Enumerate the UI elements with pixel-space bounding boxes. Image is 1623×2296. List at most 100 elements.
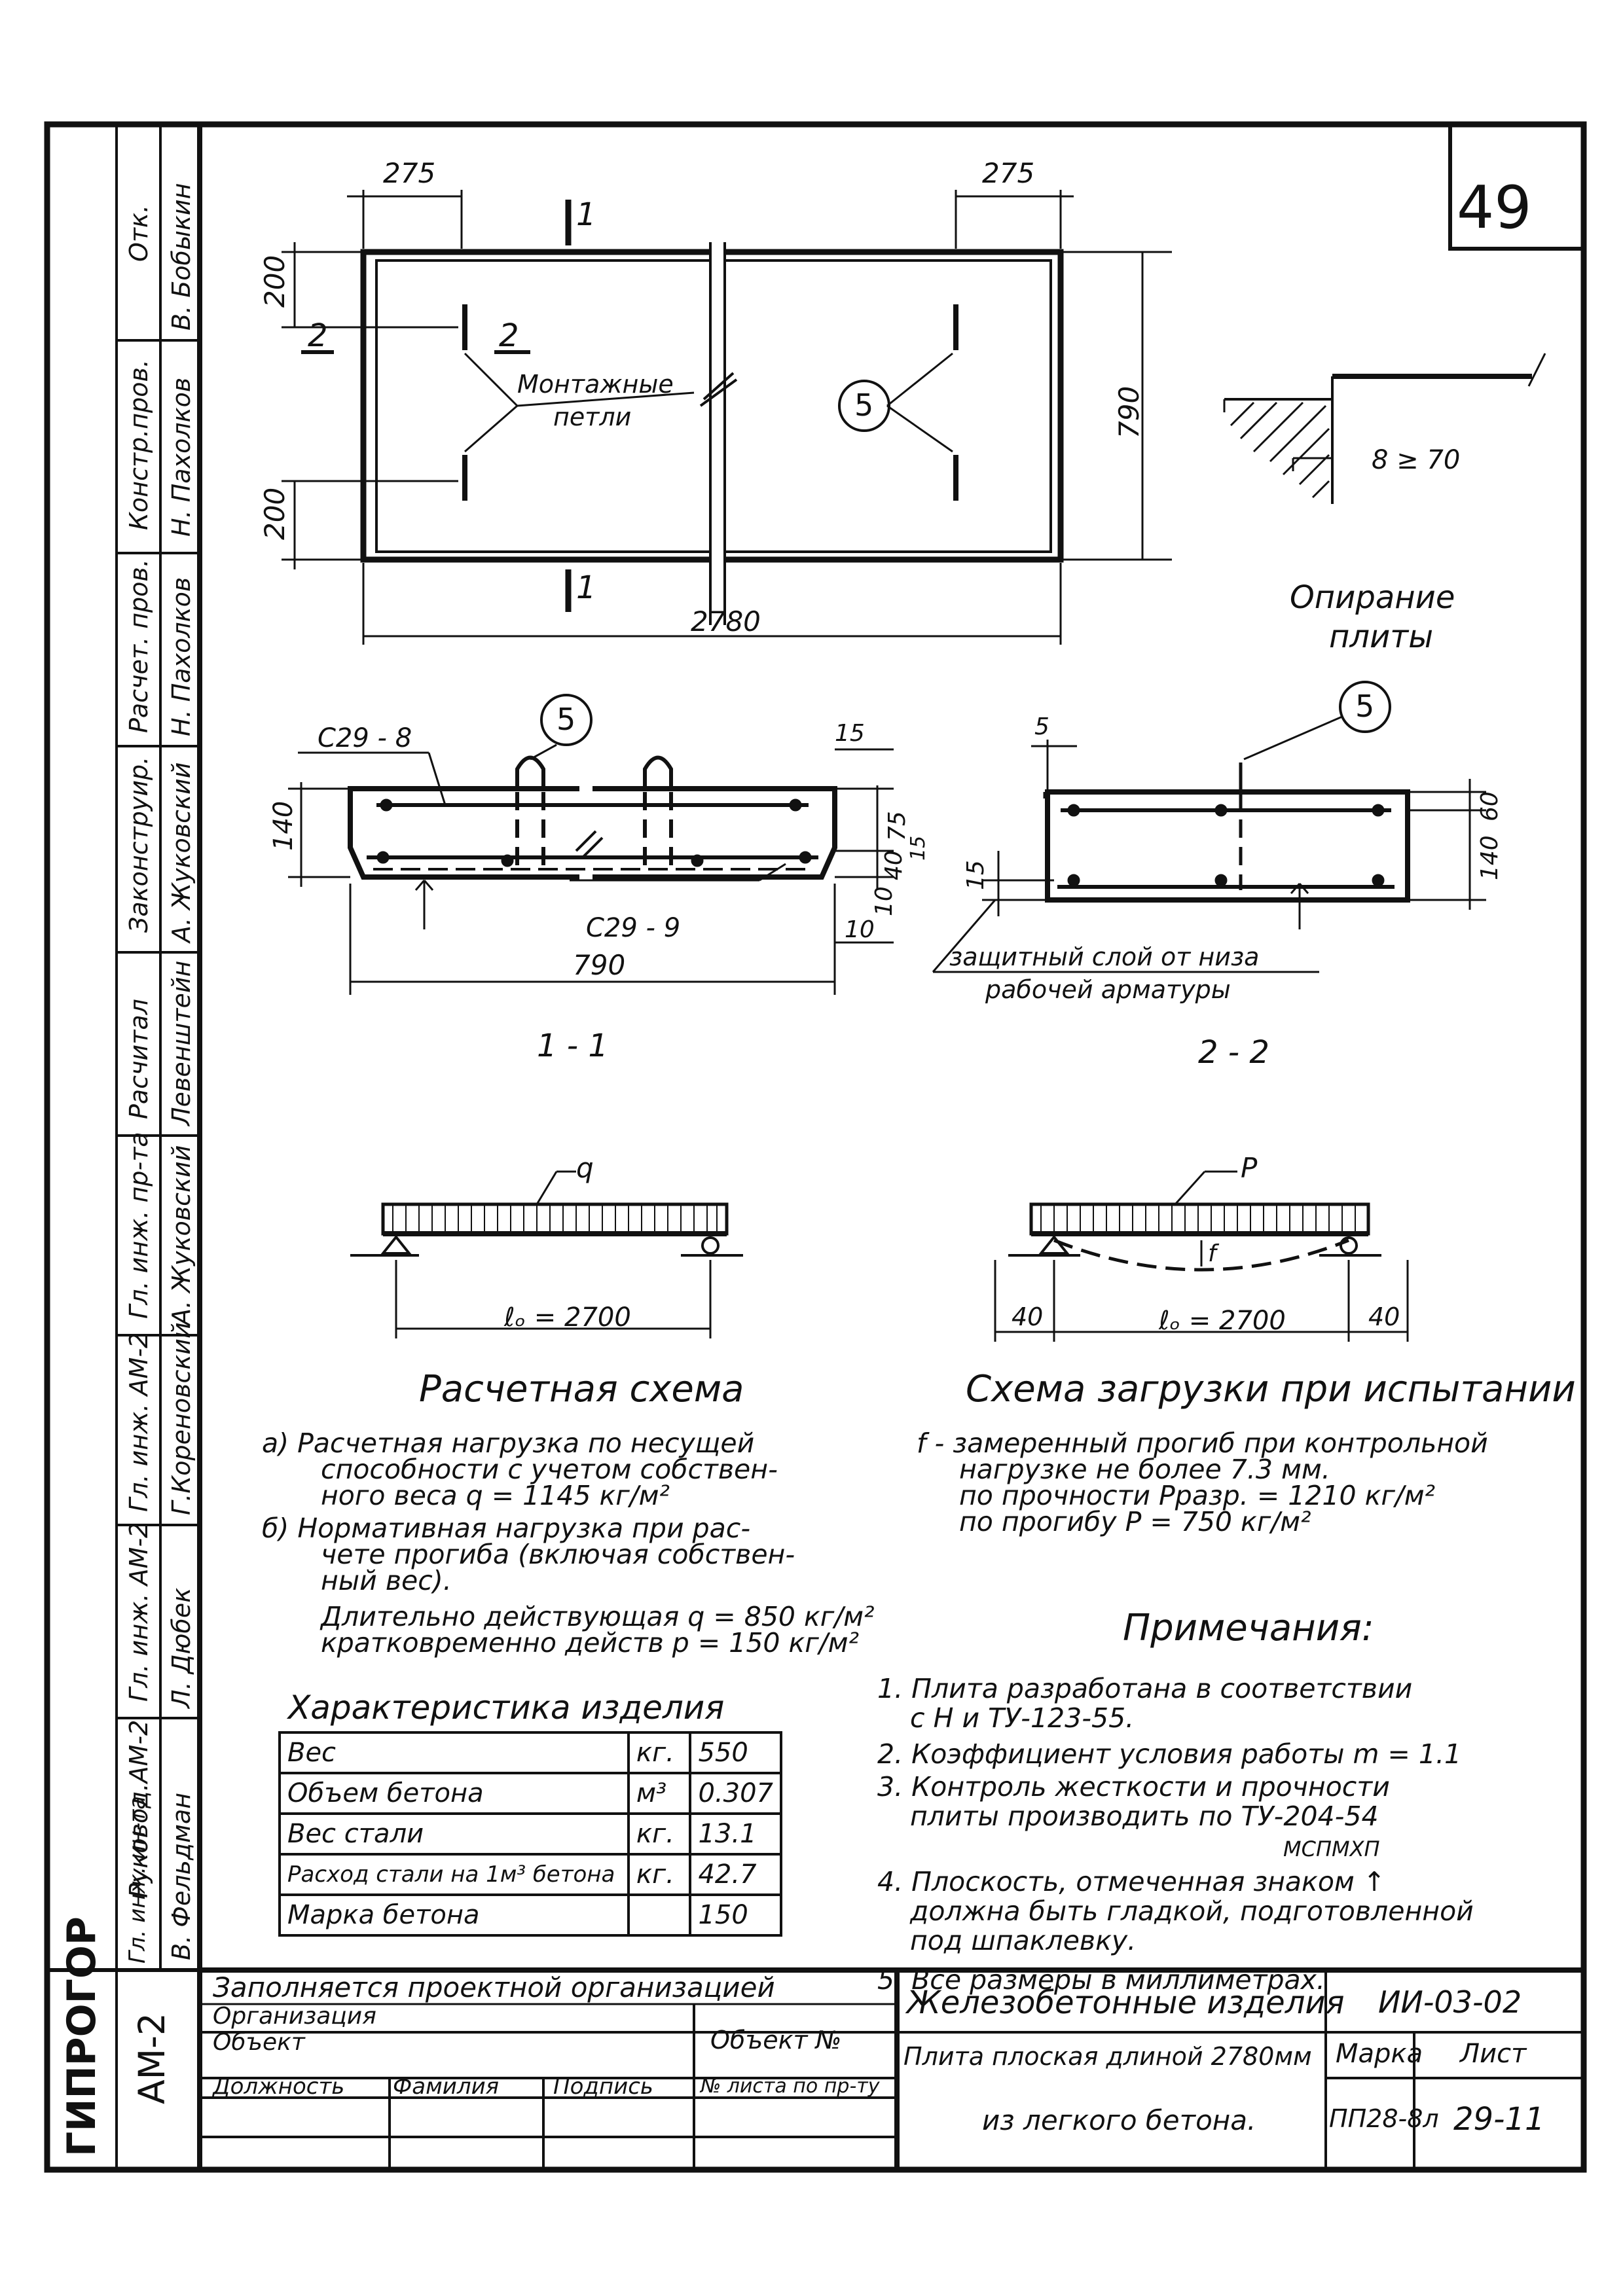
sheet-number: 49	[1457, 173, 1532, 242]
table-cell	[627, 1893, 692, 1937]
table-cell: кг.	[627, 1812, 692, 1856]
sidebar-position-2: Констр.пров.	[124, 359, 153, 530]
section2-dim-15: 15	[962, 860, 989, 890]
stamp-position: Должность	[213, 2073, 345, 2100]
section2-cover-label2: рабочей арматуры	[985, 975, 1231, 1004]
plan-loops-label2: петли	[553, 403, 632, 431]
table-cell: м³	[627, 1772, 692, 1815]
remark-3: 2. Коэффициент условия работы m = 1.1	[877, 1738, 1462, 1770]
section-2-2	[932, 681, 1486, 973]
test-dim-left: 40	[1012, 1302, 1044, 1331]
remark-6: МСПМХП	[1283, 1837, 1380, 1861]
remark-5: плиты производить по ТУ-204-54	[910, 1801, 1379, 1832]
section1-rebar-top: С29 - 8	[318, 723, 412, 753]
sidebar-position-3: Расчет. пров.	[124, 559, 153, 733]
sidebar-position-6: Гл. инж. пр-та	[124, 1132, 153, 1319]
section1-dim-10: 10	[871, 886, 898, 916]
sidebar-name-3: Н. Пахолков	[167, 577, 196, 736]
table-cell: 42.7	[689, 1853, 782, 1896]
test-note-2: нагрузке не более 7.3 мм.	[959, 1454, 1330, 1485]
support-dim: 8 ≥ 70	[1372, 445, 1461, 475]
section2-dim-60: 60	[1476, 791, 1503, 821]
sheet-number-box	[1448, 124, 1584, 251]
test-span-label: ℓₒ = 2700	[1159, 1306, 1286, 1336]
plan-callout: 5	[854, 387, 874, 423]
calc-note-3: ного веса q = 1145 кг/м²	[321, 1480, 670, 1511]
table-cell: Марка бетона	[278, 1893, 630, 1937]
section1-dim-15b: 15	[907, 835, 930, 861]
test-scheme-diagram	[994, 1170, 1409, 1342]
outer-frame	[44, 121, 1587, 2173]
test-note-3: по прочности Pразр. = 1210 кг/м²	[959, 1480, 1436, 1511]
plan-dim-top: 200	[259, 255, 291, 308]
section1-dim-40: 40	[881, 850, 907, 880]
section2-dim-140: 140	[1476, 835, 1503, 880]
title-block-grid	[200, 1967, 1584, 2170]
stamp-mark-label: Марка	[1336, 2039, 1423, 2069]
sidebar-name-1: В. Бобыкин	[167, 183, 196, 331]
plan-dim-length: 2780	[691, 605, 761, 637]
table-row: Объем бетона м³ 0.307	[278, 1772, 782, 1815]
remark-9: под шпаклевку.	[910, 1925, 1137, 1956]
table-cell: 13.1	[689, 1812, 782, 1856]
stamp-filled-by: Заполняется проектной организацией	[213, 1971, 775, 2003]
test-note-4: по прогибу P = 750 кг/м²	[959, 1506, 1311, 1537]
sidebar-position-1: Отк.	[124, 204, 153, 262]
sidebar-position-7: Гл. инж. АМ-2	[124, 1332, 153, 1512]
stamp-code: ИИ-03-02	[1378, 1984, 1522, 2020]
stamp-description: Плита плоская длиной 2780мм	[903, 2042, 1312, 2071]
support-caption-2: плиты	[1329, 619, 1434, 655]
table-cell: Расход стали на 1м³ бетона	[278, 1853, 630, 1896]
calc-note-8: кратковременно действ p = 150 кг/м²	[321, 1627, 860, 1659]
sidebar-name-9: В. Фельдман	[167, 1792, 196, 1960]
stamp-signature: Подпись	[553, 2073, 653, 2100]
stamp-mark: ПП28-8л	[1329, 2104, 1439, 2133]
table-cell: 150	[689, 1893, 782, 1937]
sidebar-org: ГИПРОГОР	[59, 1916, 105, 2157]
table-cell: Вес стали	[278, 1812, 630, 1856]
test-note-1: f - замеренный прогиб при контрольной	[917, 1427, 1488, 1459]
characteristics-title: Характеристика изделия	[288, 1689, 725, 1727]
calc-span-label: ℓₒ = 2700	[504, 1302, 631, 1333]
remark-7: 4. Плоскость, отмеченная знаком ↑	[877, 1866, 1386, 1897]
stamp-description-2: из легкого бетона.	[982, 2104, 1256, 2136]
calc-note-1: а) Расчетная нагрузка по несущей	[262, 1427, 755, 1459]
calc-scheme-diagram	[350, 1170, 743, 1338]
test-deflection-label: f	[1208, 1240, 1216, 1267]
section1-title: 1 - 1	[537, 1028, 608, 1064]
stamp-series: Железобетонные изделия	[907, 1984, 1345, 2021]
calc-note-2: способности с учетом собствен-	[321, 1454, 778, 1485]
test-title: Схема загрузки при испытании	[966, 1368, 1576, 1410]
table-cell: Объем бетона	[278, 1772, 630, 1815]
remark-1: 1. Плита разработана в соответствии	[877, 1673, 1413, 1704]
calc-note-4: б) Нормативная нагрузка при рас-	[262, 1513, 751, 1544]
remark-10: 5. Все размеры в миллиметрах.	[877, 1964, 1325, 1996]
calc-load-label: q	[576, 1152, 594, 1184]
table-cell: 0.307	[689, 1772, 782, 1815]
sidebar-name-7: Г.Кореновский	[167, 1322, 196, 1515]
remarks-title: Примечания:	[1123, 1607, 1374, 1649]
calc-note-6: ный вес).	[321, 1565, 452, 1596]
stamp-sheet: 29-11	[1453, 2101, 1545, 2138]
section1-rebar-bottom: С29 - 9	[586, 913, 681, 943]
sidebar-grid	[117, 339, 200, 1719]
support-caption: Опирание	[1290, 579, 1455, 616]
table-row: Марка бетона 150	[278, 1893, 782, 1937]
sidebar-name-4: А. Жуковский	[167, 762, 196, 942]
sidebar-position-10: Гл. инж. ин-та	[124, 1795, 151, 1964]
sidebar-name-8: Л. Дюбек	[167, 1587, 196, 1708]
section2-dim-5: 5	[1034, 713, 1049, 740]
sidebar-position-5: Расчитал	[124, 999, 153, 1119]
plan-loops-label: Монтажные	[517, 370, 674, 399]
remark-4: 3. Контроль жесткости и прочности	[877, 1771, 1390, 1803]
section-1-1	[288, 694, 894, 995]
stamp-object-label: Объект	[213, 2029, 305, 2056]
section1-dim-width: 790	[573, 949, 626, 981]
plan-section-2-left: 2	[308, 317, 328, 354]
calc-note-5: чете прогиба (включая собствен-	[321, 1539, 795, 1570]
table-cell: Вес	[278, 1731, 630, 1774]
section2-title: 2 - 2	[1198, 1034, 1269, 1071]
calc-title: Расчетная схема	[419, 1368, 744, 1410]
